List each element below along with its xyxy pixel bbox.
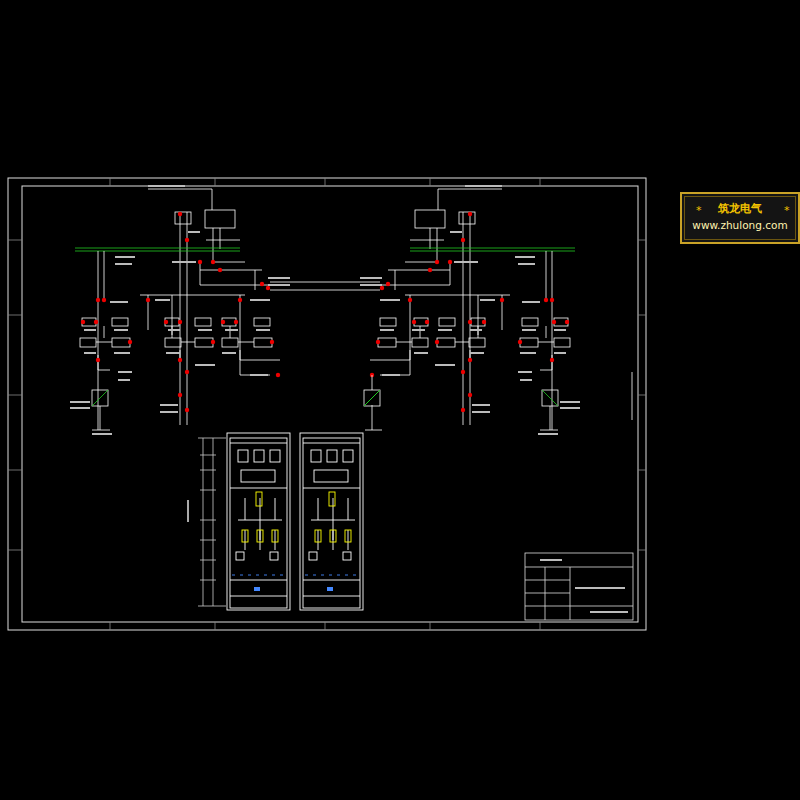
inverter-symbol bbox=[364, 390, 380, 406]
watermark-box: 筑龙电气www.zhulong.com bbox=[680, 192, 800, 244]
title-block bbox=[525, 553, 633, 620]
inverter-symbol bbox=[364, 390, 380, 406]
watermark-star: * bbox=[784, 204, 790, 217]
right-feeder bbox=[365, 375, 382, 430]
tie-wire bbox=[270, 282, 380, 290]
watermark-star: * bbox=[696, 204, 702, 217]
drawing-frame bbox=[22, 186, 638, 622]
watermark-url: www.zhulong.com bbox=[682, 219, 798, 232]
dimension-line bbox=[188, 438, 226, 606]
right-extra-wire bbox=[632, 372, 633, 420]
sheet-frame bbox=[8, 178, 646, 630]
cabinet-elevation bbox=[227, 433, 290, 610]
grid-ticks bbox=[8, 178, 646, 630]
cabinet-elevation bbox=[300, 433, 363, 610]
left-system bbox=[70, 186, 290, 434]
right-system bbox=[360, 186, 580, 434]
